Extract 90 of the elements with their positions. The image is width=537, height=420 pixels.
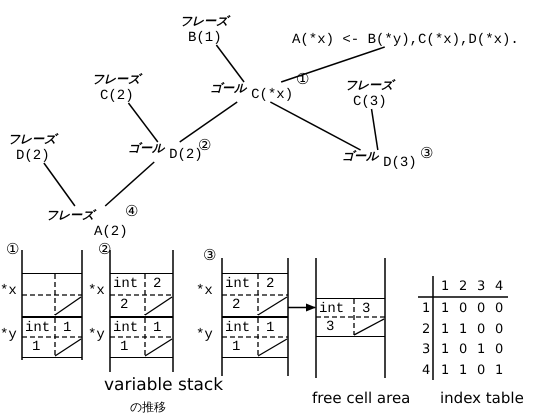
term-text: D(3) (383, 156, 417, 170)
table-value: 0 (477, 302, 486, 315)
arrow (288, 304, 316, 312)
node-kind-label: ゴール (342, 150, 378, 162)
stack-record (222, 317, 288, 358)
connector-line (280, 46, 385, 83)
variable-name: *x (196, 284, 213, 298)
record-value: 2 (266, 277, 274, 291)
record-value: 2 (232, 298, 240, 312)
variable-name: *x (88, 284, 105, 298)
record-value: 1 (32, 340, 40, 354)
stack-record (316, 298, 385, 337)
table-value: 0 (495, 302, 504, 315)
stack-record (222, 273, 288, 317)
circled-number: ② (98, 242, 112, 257)
table-value: 1 (441, 364, 450, 376)
record-value: 1 (232, 340, 240, 354)
node-kind-label: フレーズ (345, 79, 393, 91)
caption-text: free cell area (312, 391, 410, 406)
connector-line (370, 108, 379, 150)
caption-text: の推移 (130, 401, 166, 413)
caption-text: variable stack (104, 377, 224, 394)
circled-number: ③ (420, 146, 434, 161)
table-value: 1 (477, 343, 486, 356)
variable-name: *x (0, 284, 17, 298)
circled-number: ④ (125, 204, 138, 219)
variable-name: *y (196, 328, 213, 342)
record-value: int (319, 302, 344, 316)
record-value: int (225, 277, 250, 291)
table-value: 1 (495, 364, 504, 376)
circled-number: ① (6, 242, 20, 257)
node-kind-label: フレーズ (46, 209, 94, 221)
table-value: 1 (441, 302, 450, 315)
node-kind-label: フレーズ (92, 73, 140, 85)
record-value: int (113, 277, 138, 291)
table-value: 0 (495, 322, 504, 336)
table-value: 1 (441, 343, 450, 356)
column-number: 3 (477, 280, 486, 293)
circled-number: ③ (203, 248, 216, 263)
node-kind-label: ゴール (210, 82, 246, 94)
table-value: 0 (477, 364, 486, 376)
connector-line (179, 101, 238, 143)
caption-text: index table (440, 391, 524, 406)
stack-record (110, 317, 173, 358)
record-value: 1 (266, 321, 274, 335)
record-value: 2 (153, 277, 162, 291)
record-value: 1 (63, 321, 72, 335)
clause-text: A(*x) <- B(*y),C(*x),D(*x). (292, 33, 519, 47)
record-value: 3 (362, 302, 370, 316)
connector-line (270, 101, 361, 151)
row-number: 1 (422, 302, 430, 315)
node-kind-label: ゴール (128, 142, 164, 154)
variable-name: *y (0, 328, 17, 342)
table-value: 1 (459, 364, 468, 376)
table-value: 1 (441, 322, 450, 336)
table-value: 0 (459, 302, 468, 315)
table-value: 0 (495, 343, 504, 356)
term-text: D(2) (169, 148, 203, 162)
term-text: C(2) (100, 89, 134, 103)
record-value: 1 (120, 340, 128, 354)
connector-line (43, 162, 76, 206)
term-text: A(2) (94, 225, 128, 239)
node-kind-label: フレーズ (180, 15, 228, 27)
record-value: int (25, 321, 50, 335)
connector-line (128, 102, 158, 142)
term-text: C(3) (353, 95, 387, 109)
record-value: 3 (326, 320, 334, 334)
stack-record (110, 273, 173, 317)
stack-record (22, 273, 82, 317)
record-value: 1 (153, 321, 162, 335)
record-value: 2 (120, 298, 128, 312)
record-value: int (113, 321, 138, 335)
table-value: 0 (477, 322, 486, 336)
stack-record (22, 317, 82, 358)
term-text: B(1) (188, 31, 222, 45)
table-value: 1 (459, 322, 468, 336)
record-value: int (225, 321, 250, 335)
node-kind-label: フレーズ (8, 133, 56, 145)
row-number: 4 (422, 364, 430, 376)
connector-line (104, 161, 155, 207)
table-value: 0 (459, 343, 468, 356)
row-number: 2 (422, 322, 430, 336)
variable-name: *y (88, 328, 105, 342)
term-text: C(*x) (251, 88, 294, 102)
connector-line (216, 44, 245, 82)
term-text: D(2) (16, 149, 50, 163)
column-number: 4 (495, 280, 504, 293)
column-number: 1 (441, 280, 450, 293)
row-number: 3 (422, 343, 430, 356)
column-number: 2 (459, 280, 468, 293)
